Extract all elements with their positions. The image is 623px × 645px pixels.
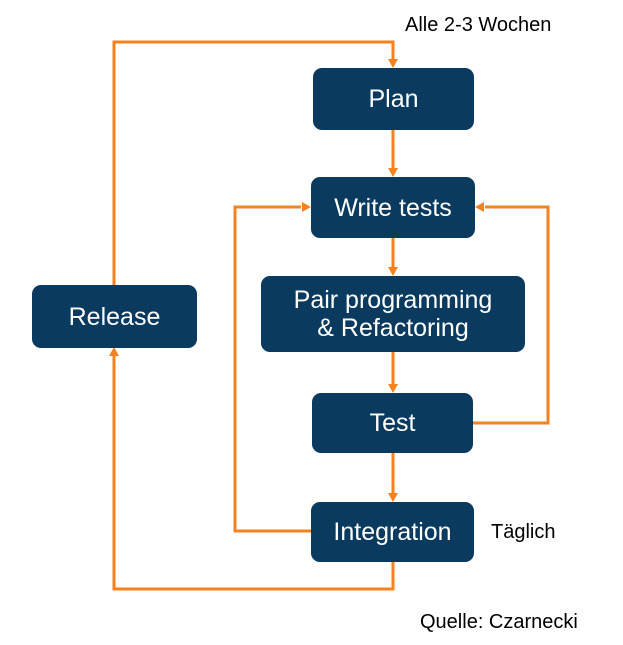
edge-integration-to-release: [112, 355, 395, 591]
arrowhead-integration-top: [388, 493, 398, 502]
arrowhead-test-top: [388, 384, 398, 393]
arrowhead-write-tests-left: [302, 202, 311, 212]
annotation-release-cadence: Alle 2-3 Wochen: [405, 14, 552, 36]
annotation-source-credit: Quelle: Czarnecki: [420, 611, 578, 633]
arrowhead-write-tests-right: [475, 202, 484, 212]
arrowhead-plan-top: [388, 59, 398, 68]
edge-test-to-write-tests-loop: [473, 205, 550, 425]
arrowhead-write-tests-top: [388, 168, 398, 177]
node-plan[interactable]: Plan: [313, 68, 474, 130]
node-test[interactable]: Test: [312, 393, 473, 453]
node-release[interactable]: Release: [32, 285, 197, 348]
node-pair-programming-refactoring[interactable]: Pair programming & Refactoring: [261, 276, 525, 352]
edge-release-to-plan: [112, 40, 395, 285]
annotation-integration-frequency: Täglich: [491, 521, 556, 543]
node-write-tests[interactable]: Write tests: [311, 177, 475, 238]
node-integration[interactable]: Integration: [311, 502, 474, 562]
edge-integration-to-write-tests-loop: [233, 205, 311, 533]
arrowhead-release-bottom: [109, 347, 119, 356]
arrowhead-pair-top: [388, 267, 398, 276]
